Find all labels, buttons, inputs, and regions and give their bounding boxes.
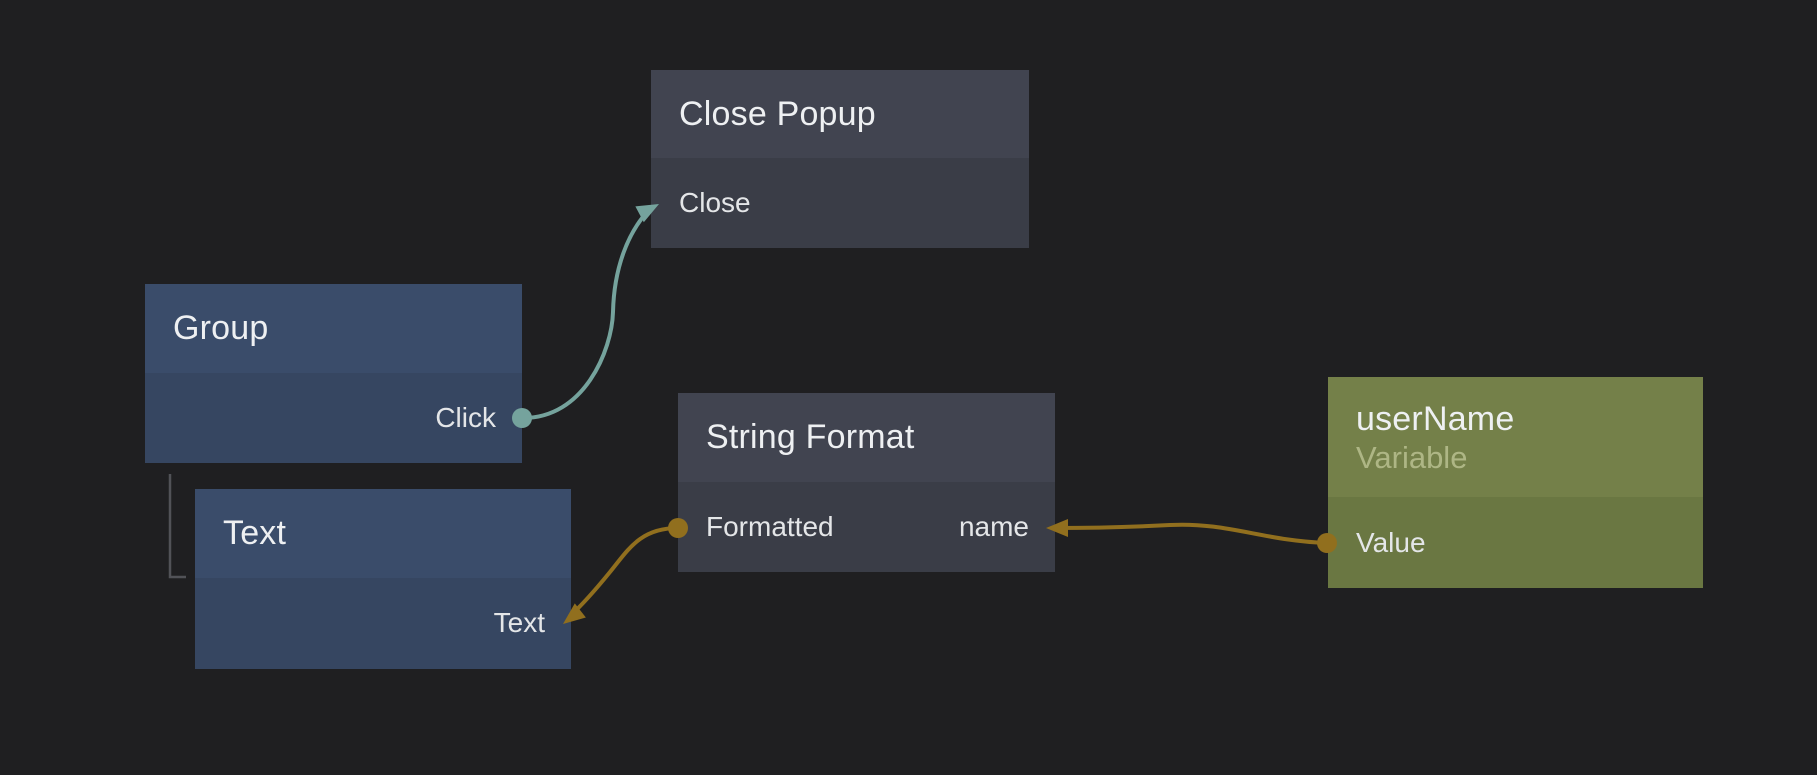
node-body-group: Click xyxy=(145,373,522,463)
node-title-username: userName xyxy=(1356,399,1515,438)
wire-stringformat-formatted-to-text-text[interactable] xyxy=(568,526,680,618)
port-group-click[interactable]: Click xyxy=(435,402,496,433)
node-body-close-popup: Close xyxy=(651,158,1029,248)
port-string-format-formatted[interactable]: Formatted xyxy=(706,511,834,542)
node-body-text: Text xyxy=(195,578,571,669)
node-title-close-popup: Close Popup xyxy=(679,94,876,133)
node-body-string-format: Formatted name xyxy=(678,482,1055,572)
port-username-value[interactable]: Value xyxy=(1356,527,1426,558)
node-header-group[interactable]: Group xyxy=(145,284,522,373)
node-header-text[interactable]: Text xyxy=(195,489,571,578)
port-close-popup-close[interactable]: Close xyxy=(679,187,751,218)
wire-group-click-to-closepopup-close[interactable] xyxy=(520,208,651,421)
node-body-username: Value xyxy=(1328,497,1703,588)
port-text-text[interactable]: Text xyxy=(493,607,545,638)
wire-username-value-to-stringformat-name[interactable] xyxy=(1052,522,1329,545)
group-to-text-child-link xyxy=(168,474,186,579)
node-subtitle-username: Variable xyxy=(1356,439,1468,475)
port-string-format-name[interactable]: name xyxy=(958,511,1029,542)
node-title-text: Text xyxy=(223,514,287,553)
node-title-string-format: String Format xyxy=(706,418,915,457)
node-title-group: Group xyxy=(173,309,269,348)
node-header-close-popup[interactable]: Close Popup xyxy=(651,70,1029,158)
node-header-string-format[interactable]: String Format xyxy=(678,393,1055,482)
